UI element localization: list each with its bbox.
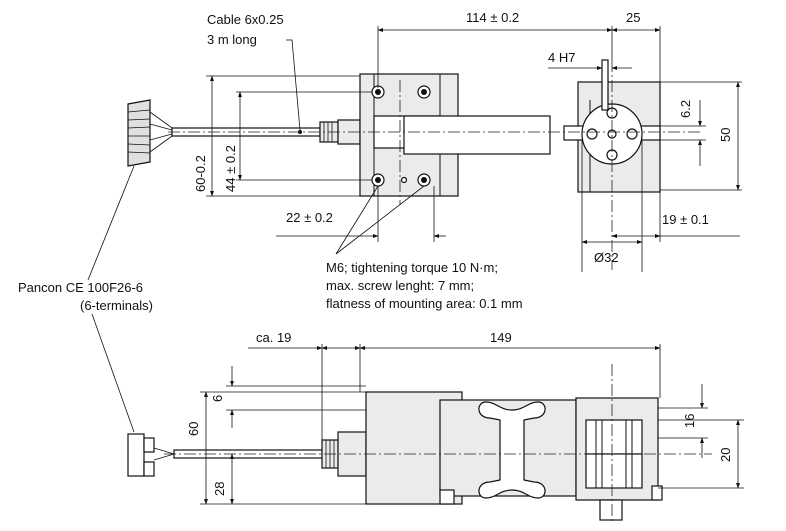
note-m6: M6; tightening torque 10 N·m;	[326, 260, 498, 275]
end-flange-top	[563, 59, 661, 193]
dim-50: 50	[718, 128, 733, 142]
dim-114: 114 ± 0.2	[466, 10, 519, 25]
connector-side	[127, 433, 176, 477]
connector-top	[127, 99, 173, 167]
dim-28: 28	[212, 482, 227, 496]
main-body-top	[359, 73, 551, 197]
dim-60-side: 60	[186, 422, 201, 436]
main-body-side	[365, 391, 577, 505]
end-block-side	[575, 397, 663, 521]
dim-6-2: 6.2	[678, 100, 693, 118]
dim-6: 6	[210, 395, 225, 402]
dim-19: 19 ± 0.1	[662, 212, 709, 227]
dim-dia-32: Ø32	[594, 250, 619, 265]
dim-ca-19: ca. 19	[256, 330, 291, 345]
dim-4h7: 4 H7	[548, 50, 575, 65]
dim-16: 16	[682, 414, 697, 428]
dim-22: 22 ± 0.2	[286, 210, 333, 225]
label-connector: Pancon CE 100F26-6	[18, 280, 143, 295]
dim-20: 20	[718, 448, 733, 462]
label-cable: Cable 6x0.25	[207, 12, 284, 27]
label-connector-terminals: (6-terminals)	[80, 298, 153, 313]
side-view: ca. 19 149 6 60 28 16 20	[127, 330, 744, 524]
dim-149: 149	[490, 330, 512, 345]
note-screw-length: max. screw lenght: 7 mm;	[326, 278, 474, 293]
note-flatness: flatness of mounting area: 0.1 mm	[326, 296, 523, 311]
dim-44: 44 ± 0.2	[223, 145, 238, 192]
dim-25: 25	[626, 10, 640, 25]
label-cable-length: 3 m long	[207, 32, 257, 47]
dim-60-top: 60-0.2	[193, 155, 208, 192]
top-view: 114 ± 0.2 25 4 H7 6.2 50 60-0.2 44 ± 0.2	[18, 10, 742, 433]
